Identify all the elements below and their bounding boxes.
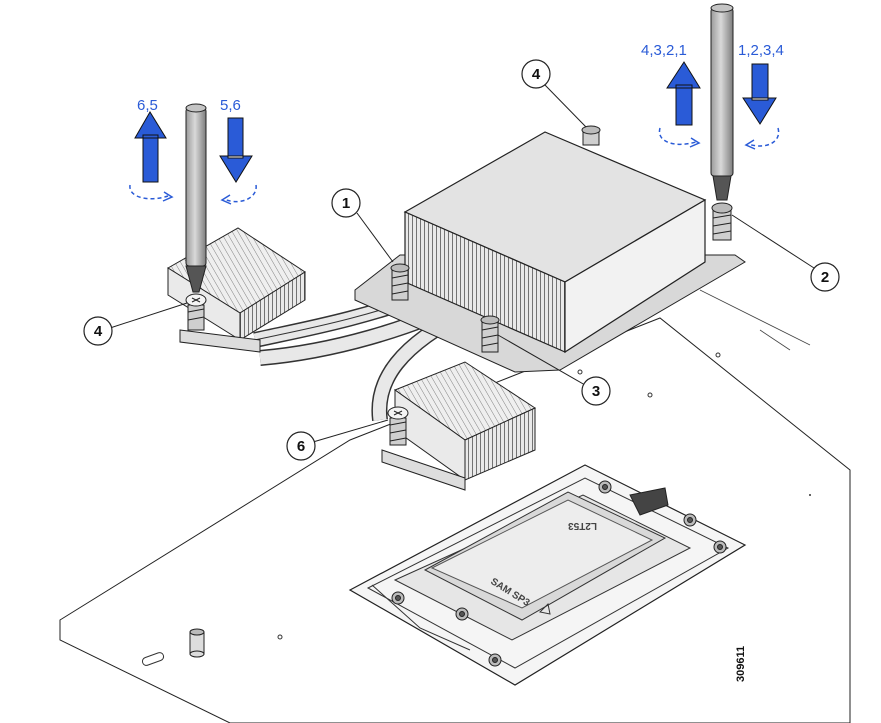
- right-tighten-arrow: [742, 63, 780, 150]
- right-loosen-arrow: [658, 61, 701, 148]
- left-tighten-arrow: [219, 117, 257, 205]
- figure-id: 309611: [735, 646, 747, 682]
- socket-side-text: L2T53: [568, 520, 597, 531]
- screw-3: [480, 315, 500, 353]
- cpu-socket: SAM SP3 L2T53: [348, 464, 747, 686]
- heatsink-assembly: [167, 131, 746, 491]
- callout-6: 6: [286, 431, 316, 461]
- triangle-marker: [538, 602, 551, 615]
- svg-text:3: 3: [592, 383, 600, 400]
- callout-1: 1: [331, 188, 361, 218]
- socket-latch: [629, 487, 669, 516]
- right-screwdriver: [710, 3, 734, 201]
- screw-4-main: [581, 125, 601, 146]
- motherboard-plate: [59, 289, 851, 723]
- svg-text:4: 4: [94, 323, 103, 340]
- screw-1: [390, 263, 410, 301]
- captive-screws: [185, 125, 733, 446]
- socket-screws: [391, 480, 727, 667]
- left-tighten-sequence: 5,6: [220, 97, 241, 114]
- callout-2: 2: [810, 262, 840, 292]
- callout-leaders: [109, 83, 815, 443]
- left-loosen-sequence: 6,5: [137, 97, 158, 114]
- svg-text:6: 6: [297, 438, 305, 455]
- left-loosen-arrow: [129, 111, 174, 202]
- callout-3: 3: [581, 376, 611, 406]
- svg-text:1: 1: [342, 195, 350, 212]
- plate-standoff: [189, 628, 205, 658]
- right-tighten-sequence: 1,2,3,4: [738, 42, 784, 59]
- right-loosen-sequence: 4,3,2,1: [641, 42, 687, 59]
- svg-text:2: 2: [821, 269, 829, 286]
- screw-4-left: [185, 293, 207, 331]
- screw-2: [711, 202, 733, 241]
- screw-6: [387, 406, 409, 446]
- svg-text:4: 4: [532, 66, 541, 83]
- left-screwdriver: [185, 103, 207, 293]
- callout-4-top: 4: [521, 59, 551, 89]
- socket-cover: SAM SP3 L2T53: [423, 491, 667, 621]
- callout-4-left: 4: [83, 316, 113, 346]
